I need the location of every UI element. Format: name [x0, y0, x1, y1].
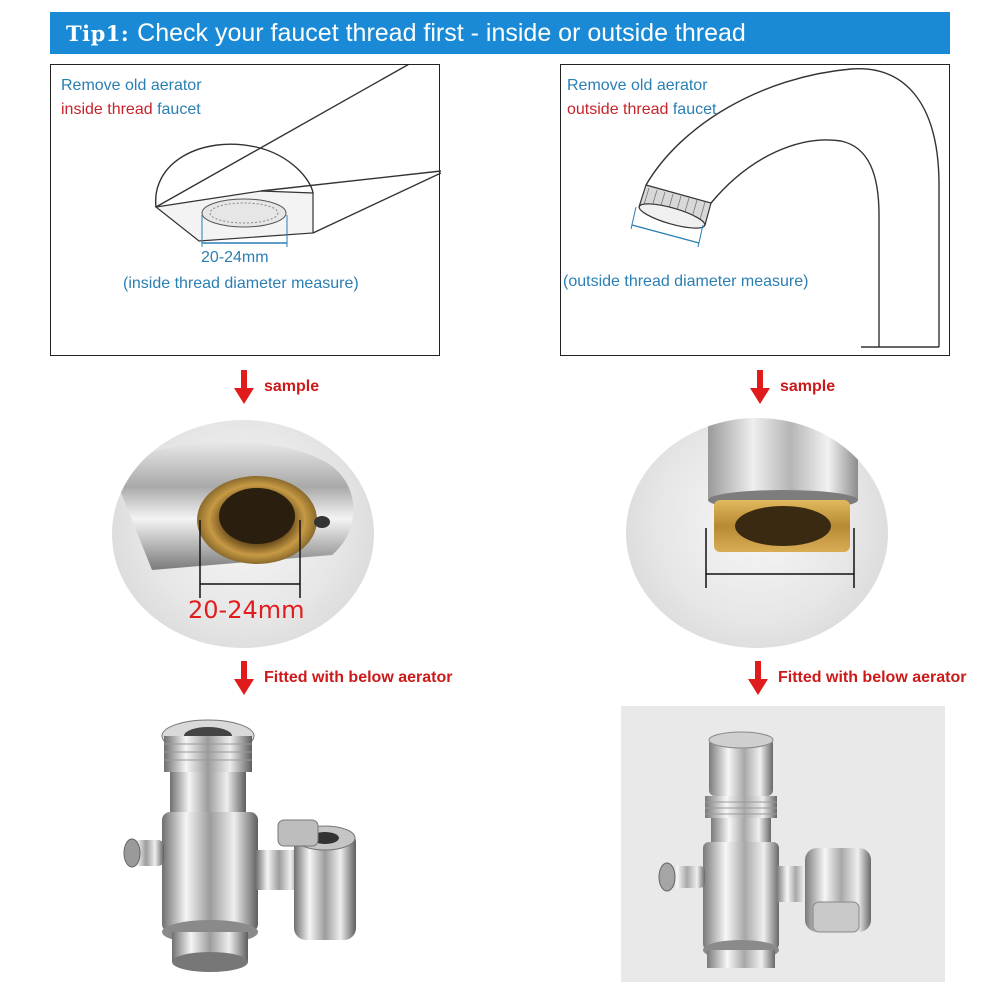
- outside-thread-aerator-photo: [621, 706, 945, 982]
- outside-thread-faucet-text: outside thread faucet: [567, 101, 716, 119]
- left-fitted-row: Fitted with below aerator: [234, 660, 452, 696]
- left-fitted-label: Fitted with below aerator: [264, 669, 453, 686]
- tip-label: Tip1:: [66, 20, 130, 46]
- right-fitted-row: Fitted with below aerator: [748, 660, 966, 696]
- inside-thread-aerator-photo: [118, 712, 378, 982]
- tip-text: Check your faucet thread first - inside …: [137, 18, 746, 47]
- left-sample-row: sample: [234, 369, 319, 405]
- remove-aerator-text-right: Remove old aerator: [567, 77, 708, 94]
- down-arrow-icon: [750, 370, 770, 404]
- right-sample-row: sample: [750, 369, 835, 405]
- outside-thread-diagram: Remove old aerator outside thread faucet…: [560, 64, 950, 356]
- outside-thread-text: outside thread: [567, 101, 669, 118]
- inside-thread-sample-photo: [112, 420, 374, 648]
- left-sample-measure: 20-24mm: [188, 596, 305, 624]
- inside-measure-value: 20-24mm: [201, 249, 269, 266]
- down-arrow-icon: [234, 370, 254, 404]
- outside-measure-note: (outside thread diameter measure): [563, 273, 809, 290]
- outside-thread-faucet-drawing: [630, 68, 940, 348]
- faucet-text-right: faucet: [672, 101, 717, 118]
- inside-thread-diagram: Remove old aerator inside thread faucet …: [50, 64, 441, 356]
- down-arrow-icon: [748, 661, 768, 695]
- right-fitted-label: Fitted with below aerator: [778, 669, 967, 686]
- inside-thread-text: inside thread: [61, 101, 153, 118]
- faucet-text: faucet: [157, 101, 201, 118]
- inside-measure-note: (inside thread diameter measure): [123, 275, 359, 292]
- down-arrow-icon: [234, 661, 254, 695]
- tip-banner: Tip1: Check your faucet thread first - i…: [50, 12, 950, 54]
- right-sample-label: sample: [780, 378, 836, 395]
- outside-thread-sample-photo: [626, 418, 888, 648]
- remove-aerator-text: Remove old aerator: [61, 77, 202, 94]
- left-sample-label: sample: [264, 378, 320, 395]
- inside-thread-faucet-text: inside thread faucet: [61, 101, 201, 119]
- inside-thread-faucet-drawing: [154, 65, 441, 247]
